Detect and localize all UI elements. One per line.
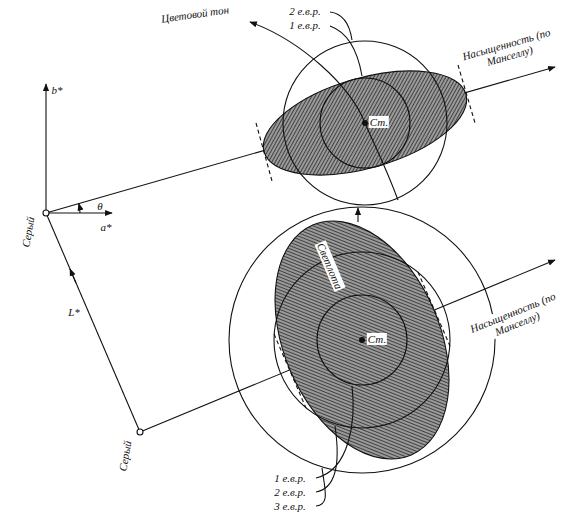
transition-arrow	[357, 208, 358, 222]
dashed-tangent	[256, 123, 272, 181]
leader-line	[330, 12, 352, 40]
tolerance-label: 3 е.в.р.	[273, 500, 307, 512]
hue-label: Цветовой тон	[159, 3, 230, 25]
tolerance-circle	[229, 207, 495, 473]
l-axis-arrow	[70, 269, 76, 283]
tolerance-circle	[317, 295, 407, 385]
dashed-tangent	[274, 334, 306, 408]
gray-label: Серый	[116, 439, 134, 473]
tolerance-ellipse	[252, 51, 479, 195]
leader-line	[316, 426, 337, 492]
tolerance-label: 1 е.в.р.	[288, 19, 322, 31]
standard-point	[362, 120, 368, 126]
a-axis	[46, 212, 112, 213]
tolerance-circle	[274, 252, 450, 428]
dashed-tangent	[418, 272, 450, 346]
gray-label: Серый	[19, 215, 37, 249]
standard-label: Ст.	[367, 333, 387, 345]
axis-label: Насыщенность (по Манселлу)	[467, 289, 563, 347]
b-axis	[45, 84, 46, 213]
gray-point	[43, 210, 49, 216]
axis-label: Светлота	[315, 240, 346, 291]
axis-label: L*	[67, 306, 81, 318]
standard-label: Ст.	[369, 116, 389, 128]
leader-line	[316, 386, 353, 478]
leader-line	[330, 26, 362, 76]
hue-arc	[250, 22, 398, 200]
tolerance-circle	[320, 78, 410, 168]
tolerance-label: 2 е.в.р.	[273, 486, 307, 498]
axis-label: b*	[51, 84, 64, 96]
axis-label: Насыщенность (по Манселлу)	[459, 25, 556, 74]
tolerance-label: 2 е.в.р.	[288, 5, 322, 17]
l-axis	[46, 213, 140, 432]
tolerance-circle	[283, 41, 447, 205]
leader-line	[316, 468, 325, 506]
theta-arc	[79, 204, 80, 213]
angle-label: θ	[96, 200, 103, 212]
gray-point	[137, 429, 143, 435]
axis-label: a*	[100, 221, 113, 233]
standard-point	[359, 337, 365, 343]
tolerance-label: 1 е.в.р.	[273, 472, 307, 484]
